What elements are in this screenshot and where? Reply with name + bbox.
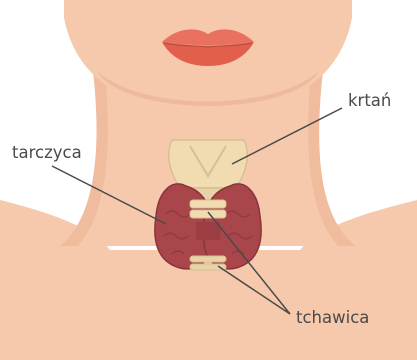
trachea-ring (190, 200, 226, 208)
label-thyroid: tarczyca (12, 145, 82, 162)
thyroid-isthmus (196, 222, 220, 240)
label-trachea: tchawica (296, 310, 369, 327)
label-larynx: krtań (348, 93, 391, 110)
trachea-ring (190, 256, 226, 262)
trachea-ring (190, 210, 226, 218)
larynx-shape (169, 140, 248, 188)
